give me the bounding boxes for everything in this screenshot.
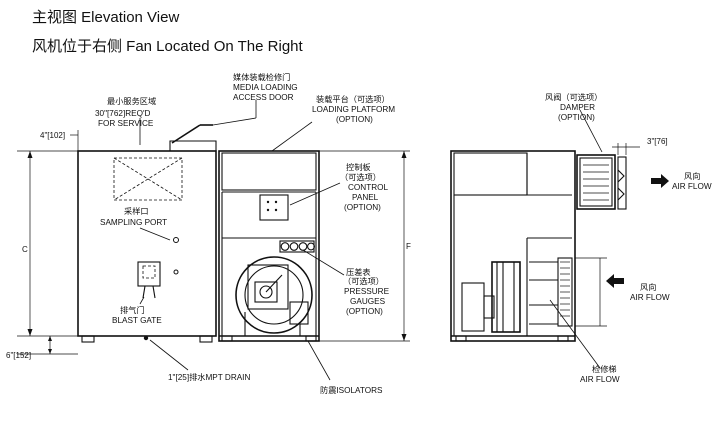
blast-label-en: BLAST GATE: [112, 316, 162, 325]
media-door-label-cn: 媒体装载检修门: [233, 72, 290, 82]
dimension-f: [319, 150, 410, 342]
control-panel: [259, 194, 289, 221]
damper: [576, 154, 627, 210]
side-housing: [450, 150, 576, 342]
access-label-en: AIR FLOW: [580, 375, 620, 384]
control-label-cn2: （可选项）: [340, 172, 381, 182]
damper-label-en2: (OPTION): [558, 113, 595, 122]
blast-gate: [137, 261, 161, 299]
airflow-top-en: AIR FLOW: [672, 182, 712, 191]
isolators-label: 防震ISOLATORS: [320, 385, 383, 395]
side-fan-motor: [461, 261, 521, 333]
sampling-port-lower: [173, 269, 179, 275]
drain-label: 1"[25]排水MPT DRAIN: [168, 372, 250, 382]
access-label-cn: 检修梯: [592, 364, 617, 374]
service-label-en2: FOR SERVICE: [98, 119, 154, 128]
title: 主视图 Elevation View: [32, 9, 179, 26]
pressure-gauges: [279, 240, 315, 253]
dimension-f-label: F: [406, 242, 411, 251]
platform-label-cn: 装载平台（可选项）: [316, 94, 390, 104]
sampling-label-cn: 采样口: [124, 206, 149, 216]
arrow-right-icon: [651, 174, 669, 188]
gauges-label-en2: GAUGES: [350, 297, 386, 306]
dimension-top-left: 4"[102]: [40, 131, 65, 140]
media-door-label-en1: MEDIA LOADING: [233, 83, 298, 92]
drain-fitting: [143, 335, 149, 341]
gauges-label-en1: PRESSURE: [344, 287, 390, 296]
fan-housing: [218, 150, 320, 342]
airflow-mid-cn: 风向: [640, 282, 656, 292]
filter-housing: [77, 124, 217, 343]
control-label-en3: (OPTION): [344, 203, 381, 212]
dimension-damper: 3"[76]: [647, 137, 668, 146]
media-door-label-en2: ACCESS DOOR: [233, 93, 294, 102]
blast-label-cn: 排气门: [120, 305, 145, 315]
dimension-bottom-left: 6"[152]: [6, 351, 31, 360]
airflow-mid-en: AIR FLOW: [630, 293, 670, 302]
control-label-en1: CONTROL: [348, 183, 388, 192]
damper-label-en1: DAMPER: [560, 103, 595, 112]
damper-label-cn: 风阀（可选项）: [545, 92, 602, 102]
control-label-en2: PANEL: [352, 193, 379, 202]
gauges-label-cn1: 压差表: [346, 267, 371, 277]
service-label-cn: 最小服务区域: [107, 96, 156, 106]
control-label-cn1: 控制板: [346, 162, 371, 172]
inlet-louver: [529, 257, 573, 327]
subtitle: 风机位于右侧 Fan Located On The Right: [32, 38, 303, 55]
arrow-left-icon: [606, 274, 624, 288]
platform-label-en1: LOADING PLATFORM: [312, 105, 395, 114]
sampling-port: [173, 237, 179, 243]
fan-scroll: [235, 256, 313, 336]
dimension-c-label: C: [22, 245, 28, 254]
media-access-door: [113, 157, 183, 201]
dimension-c: [17, 150, 78, 355]
sampling-label-en: SAMPLING PORT: [100, 218, 167, 227]
gauges-label-cn2: （可选项）: [343, 276, 384, 286]
airflow-top-cn: 风向: [684, 171, 700, 181]
service-label-en1: 30"[762]REQ'D: [95, 109, 151, 118]
platform-label-en2: (OPTION): [336, 115, 373, 124]
gauges-label-en3: (OPTION): [346, 307, 383, 316]
